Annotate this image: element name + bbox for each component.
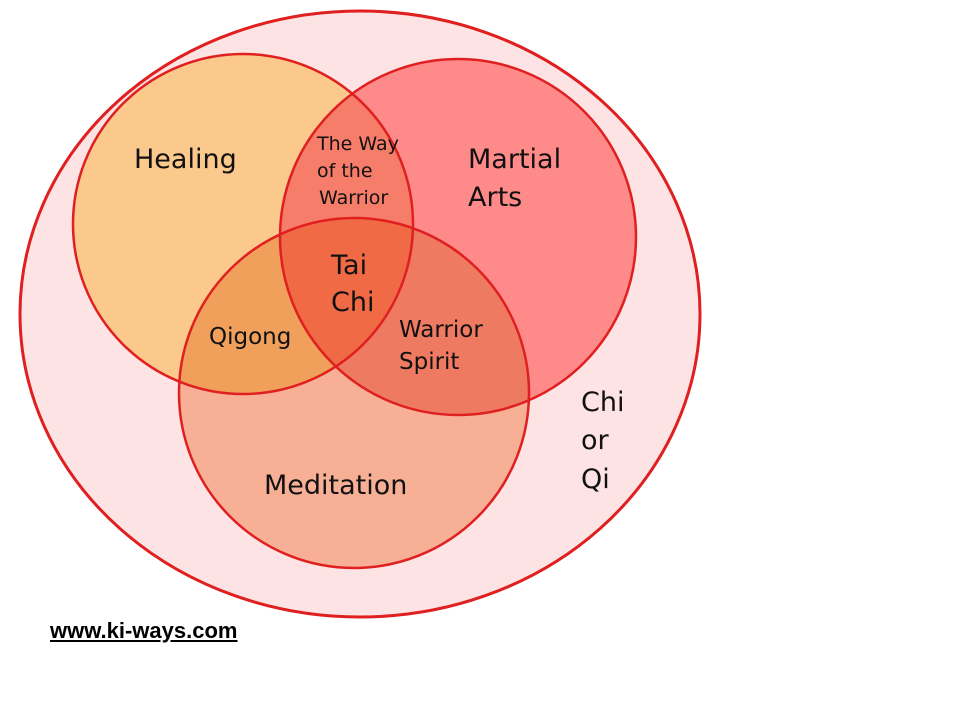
label-martial-line2: Arts — [468, 182, 522, 213]
label-way-line3: Warrior — [319, 187, 388, 209]
label-warrior-spirit-line2: Spirit — [399, 349, 459, 375]
label-warrior-spirit-line1: Warrior — [399, 317, 483, 343]
label-healing: Healing — [134, 144, 237, 175]
label-tai-chi-line1: Tai — [330, 250, 367, 281]
outline-martial-arts — [278, 57, 638, 417]
website-link[interactable]: www.ki-ways.com — [50, 618, 238, 643]
outline-meditation — [177, 216, 531, 570]
label-qigong: Qigong — [209, 324, 291, 350]
label-martial-line1: Martial — [468, 144, 561, 175]
label-tai-chi-line2: Chi — [331, 287, 374, 318]
label-outer-line3: Qi — [581, 464, 610, 495]
label-outer-line2: or — [581, 425, 610, 456]
label-way-line2: of the — [317, 160, 373, 182]
label-way-line1: The Way — [316, 133, 399, 155]
label-meditation: Meditation — [264, 470, 407, 501]
outline-healing — [71, 52, 415, 396]
label-outer-line1: Chi — [581, 387, 624, 418]
